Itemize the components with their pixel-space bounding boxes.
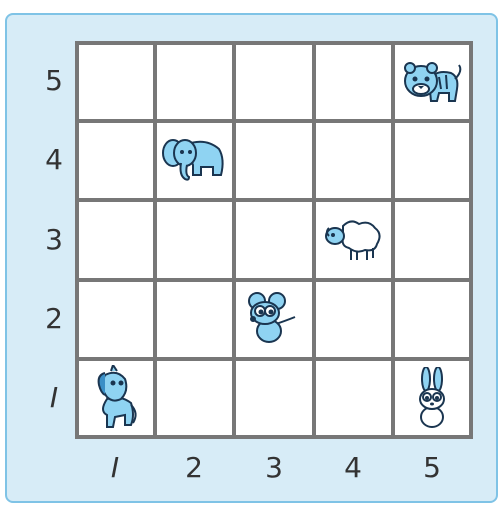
coordinate-grid [75, 41, 473, 439]
row-label-4: 4 [38, 146, 70, 174]
tiger-icon [393, 43, 471, 121]
horse-icon [77, 359, 155, 437]
col-label-5: 5 [412, 454, 452, 482]
sheep-icon [314, 200, 392, 278]
mouse-icon [234, 280, 312, 358]
row-label-2: 2 [38, 305, 70, 333]
elephant-icon [155, 121, 233, 199]
col-label-2: 2 [174, 454, 214, 482]
col-label-4: 4 [333, 454, 373, 482]
col-label-1: I [95, 454, 135, 482]
row-label-1: I [38, 384, 70, 412]
row-label-3: 3 [38, 226, 70, 254]
row-label-5: 5 [38, 67, 70, 95]
col-label-3: 3 [254, 454, 294, 482]
rabbit-icon [393, 359, 471, 437]
